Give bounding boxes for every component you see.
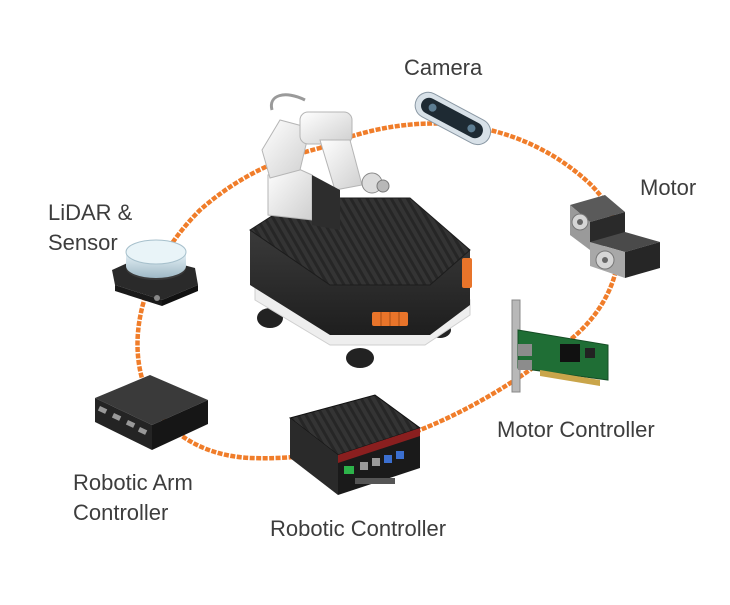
arm-controller-box-icon <box>95 375 208 450</box>
embedded-computer-icon <box>288 394 422 495</box>
lidar-sensor-icon <box>112 239 198 306</box>
lidar-label-line-1: LiDAR & <box>48 200 133 225</box>
lidar-sensor-label: LiDAR & Sensor <box>48 198 132 258</box>
robotic-controller-label: Robotic Controller <box>270 516 447 541</box>
arm-label-line-1: Robotic Arm <box>73 470 193 495</box>
motor-controller-label: Motor Controller <box>497 417 655 442</box>
servo-motor-icon <box>570 195 660 278</box>
motor-label: Motor <box>640 175 697 200</box>
depth-camera-icon <box>414 91 492 146</box>
camera-label: Camera <box>404 55 483 80</box>
arm-label-line-2: Controller <box>73 500 169 525</box>
mobile-robot-with-arm-icon <box>249 93 472 368</box>
motion-control-card-icon <box>511 299 609 393</box>
robotic-arm-controller-label: Robotic Arm Controller <box>73 468 193 528</box>
lidar-label-line-2: Sensor <box>48 230 118 255</box>
